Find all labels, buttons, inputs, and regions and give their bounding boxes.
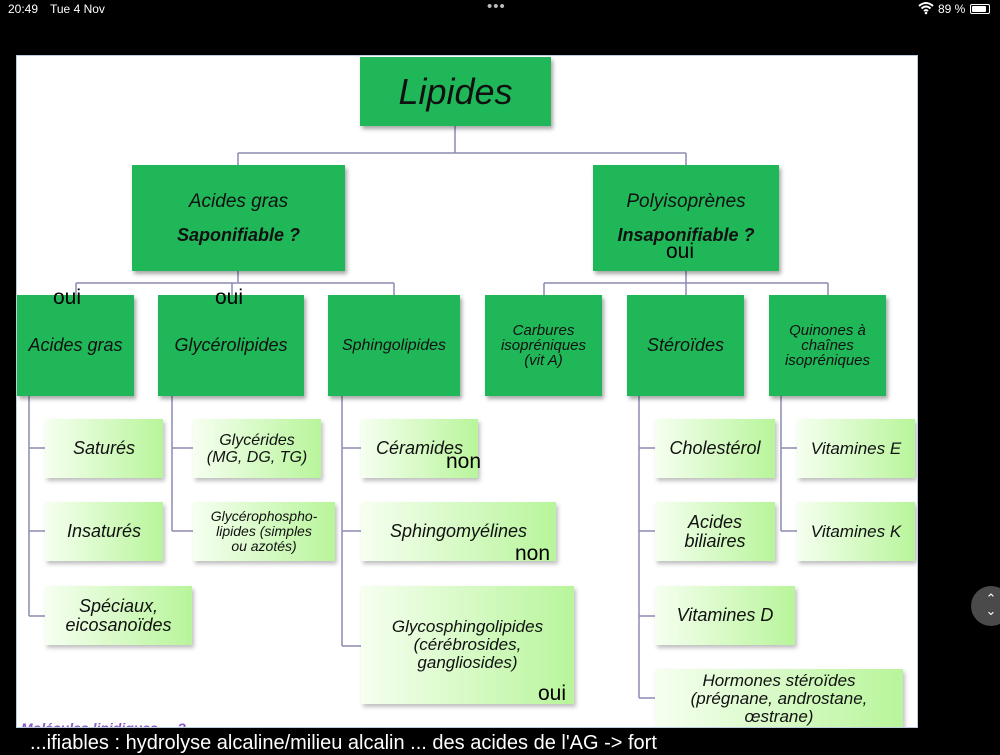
node-lipides: Lipides bbox=[360, 57, 551, 126]
node-acides-gras: Acides gras bbox=[17, 295, 134, 396]
status-time: 20:49 bbox=[8, 2, 39, 16]
leaf-label: Vitamines D bbox=[676, 605, 774, 625]
annotation-oui-glycerolipides: oui bbox=[215, 286, 244, 309]
leaf-label-line: Glycérophospho- bbox=[210, 508, 318, 524]
leaf-glycerophospholipides: Glycérophospho- lipides (simples ou azot… bbox=[193, 502, 335, 561]
leaf-hormones-steroides: Hormones stéroïdes (prégnane, androstane… bbox=[655, 669, 903, 727]
annotation-oui-acides-gras: oui bbox=[53, 286, 82, 309]
node-label: Sphingolipides bbox=[341, 336, 447, 354]
leaf-label-line: Spéciaux, bbox=[78, 595, 159, 616]
node-label: Polyisoprènes bbox=[626, 190, 746, 212]
leaf-label: Céramides bbox=[375, 438, 464, 458]
node-label-line: isopréniques bbox=[500, 337, 587, 354]
leaf-label-line: œstrane) bbox=[744, 706, 814, 726]
leaf-vitamines-d: Vitamines D bbox=[655, 586, 795, 645]
node-label: Acides gras bbox=[28, 335, 123, 355]
leaf-label-line: Glycosphingolipides bbox=[391, 617, 544, 636]
multitasking-dots[interactable]: ••• bbox=[487, 0, 506, 15]
battery-icon bbox=[970, 4, 990, 14]
node-carbures-isopreniques: Carbures isopréniques (vit A) bbox=[485, 295, 602, 396]
leaf-label-line: Glycérides bbox=[219, 431, 295, 449]
connector-lines bbox=[28, 126, 829, 699]
leaf-label: Sphingomyélines bbox=[389, 521, 528, 541]
leaf-label: Vitamines K bbox=[810, 521, 902, 541]
leaf-label-line: (cérébrosides, bbox=[413, 635, 522, 654]
scroll-down-icon[interactable]: ⌄ bbox=[985, 603, 997, 618]
annotation-oui-polyisoprenes: oui bbox=[666, 240, 695, 263]
node-label: Stéroïdes bbox=[646, 335, 725, 355]
node-question: Saponifiable ? bbox=[176, 224, 300, 245]
node-sphingolipides: Sphingolipides bbox=[328, 295, 460, 396]
leaf-vitamines-e: Vitamines E bbox=[797, 419, 915, 478]
node-label-line: (vit A) bbox=[524, 352, 563, 369]
leaf-sphingomyelines: Sphingomyélines bbox=[361, 502, 556, 561]
leaf-label-line: gangliosides) bbox=[417, 653, 518, 672]
leaf-label: Saturés bbox=[72, 438, 136, 458]
node-glycerolipides: Glycérolipides bbox=[158, 295, 304, 396]
node-label: Acides gras bbox=[188, 190, 289, 212]
node-question: Insaponifiable ? bbox=[617, 224, 755, 245]
leaf-label-line: ou azotés) bbox=[231, 538, 297, 554]
leaf-cholesterol: Cholestérol bbox=[655, 419, 775, 478]
battery-percent: 89 % bbox=[938, 2, 966, 16]
slide: Lipides Acides gras Saponifiable ? Polyi… bbox=[16, 55, 918, 728]
video-caption: ...ifiables : hydrolyse alcaline/milieu … bbox=[30, 732, 657, 754]
node-quinones: Quinones à chaînes isopréniques bbox=[769, 295, 886, 396]
leaf-label-line: lipides (simples bbox=[216, 523, 312, 539]
annotation-oui-glycosphingolipides: oui bbox=[538, 682, 567, 705]
leaf-satures: Saturés bbox=[45, 419, 163, 478]
node-label-line: Quinones à bbox=[789, 322, 866, 339]
annotation-non-ceramides: non bbox=[446, 450, 482, 473]
leaf-label: Vitamines E bbox=[810, 438, 902, 458]
leaf-speciaux: Spéciaux, eicosanoïdes bbox=[45, 586, 192, 645]
scroll-arrows-icon[interactable]: ⌃ ⌄ bbox=[971, 586, 1000, 626]
node-label-line: chaînes bbox=[801, 337, 854, 354]
annotation-non-sphingomyelines: non bbox=[515, 542, 551, 565]
node-label: Glycérolipides bbox=[174, 335, 288, 355]
leaf-ceramides: Céramides bbox=[361, 419, 478, 478]
node-label-line: Carbures bbox=[512, 322, 575, 339]
node-label-line: isopréniques bbox=[784, 352, 871, 369]
leaf-label-line: eicosanoïdes bbox=[65, 614, 172, 635]
node-polyisoprenes: Polyisoprènes Insaponifiable ? bbox=[593, 165, 779, 271]
leaf-label: Insaturés bbox=[66, 521, 142, 541]
leaf-acides-biliaires: Acides biliaires bbox=[655, 502, 775, 561]
slide-subtitle-fragment: Molécules lipidiques ... ? bbox=[21, 720, 186, 728]
leaf-label-line: (MG, DG, TG) bbox=[206, 448, 308, 466]
leaf-glycosphingolipides: Glycosphingolipides (cérébrosides, gangl… bbox=[361, 586, 574, 704]
leaf-label: Cholestérol bbox=[669, 438, 761, 458]
scroll-up-icon[interactable]: ⌃ bbox=[985, 591, 997, 606]
leaf-glycerides: Glycérides (MG, DG, TG) bbox=[193, 419, 321, 478]
leaf-label-line: Hormones stéroïdes bbox=[702, 670, 856, 690]
node-lipides-label: Lipides bbox=[398, 70, 513, 112]
leaf-label-line: (prégnane, androstane, bbox=[690, 688, 868, 708]
node-steroides: Stéroïdes bbox=[627, 295, 744, 396]
leaf-label-line: Acides bbox=[687, 511, 743, 532]
node-acides-gras-saponifiable: Acides gras Saponifiable ? bbox=[132, 165, 345, 271]
status-date: Tue 4 Nov bbox=[50, 2, 105, 16]
leaf-label-line: biliaires bbox=[684, 530, 746, 551]
leaf-vitamines-k: Vitamines K bbox=[797, 502, 915, 561]
leaf-insatures: Insaturés bbox=[45, 502, 163, 561]
status-bar: 20:49 Tue 4 Nov ••• 89 % bbox=[0, 0, 1000, 20]
wifi-icon bbox=[918, 2, 934, 15]
